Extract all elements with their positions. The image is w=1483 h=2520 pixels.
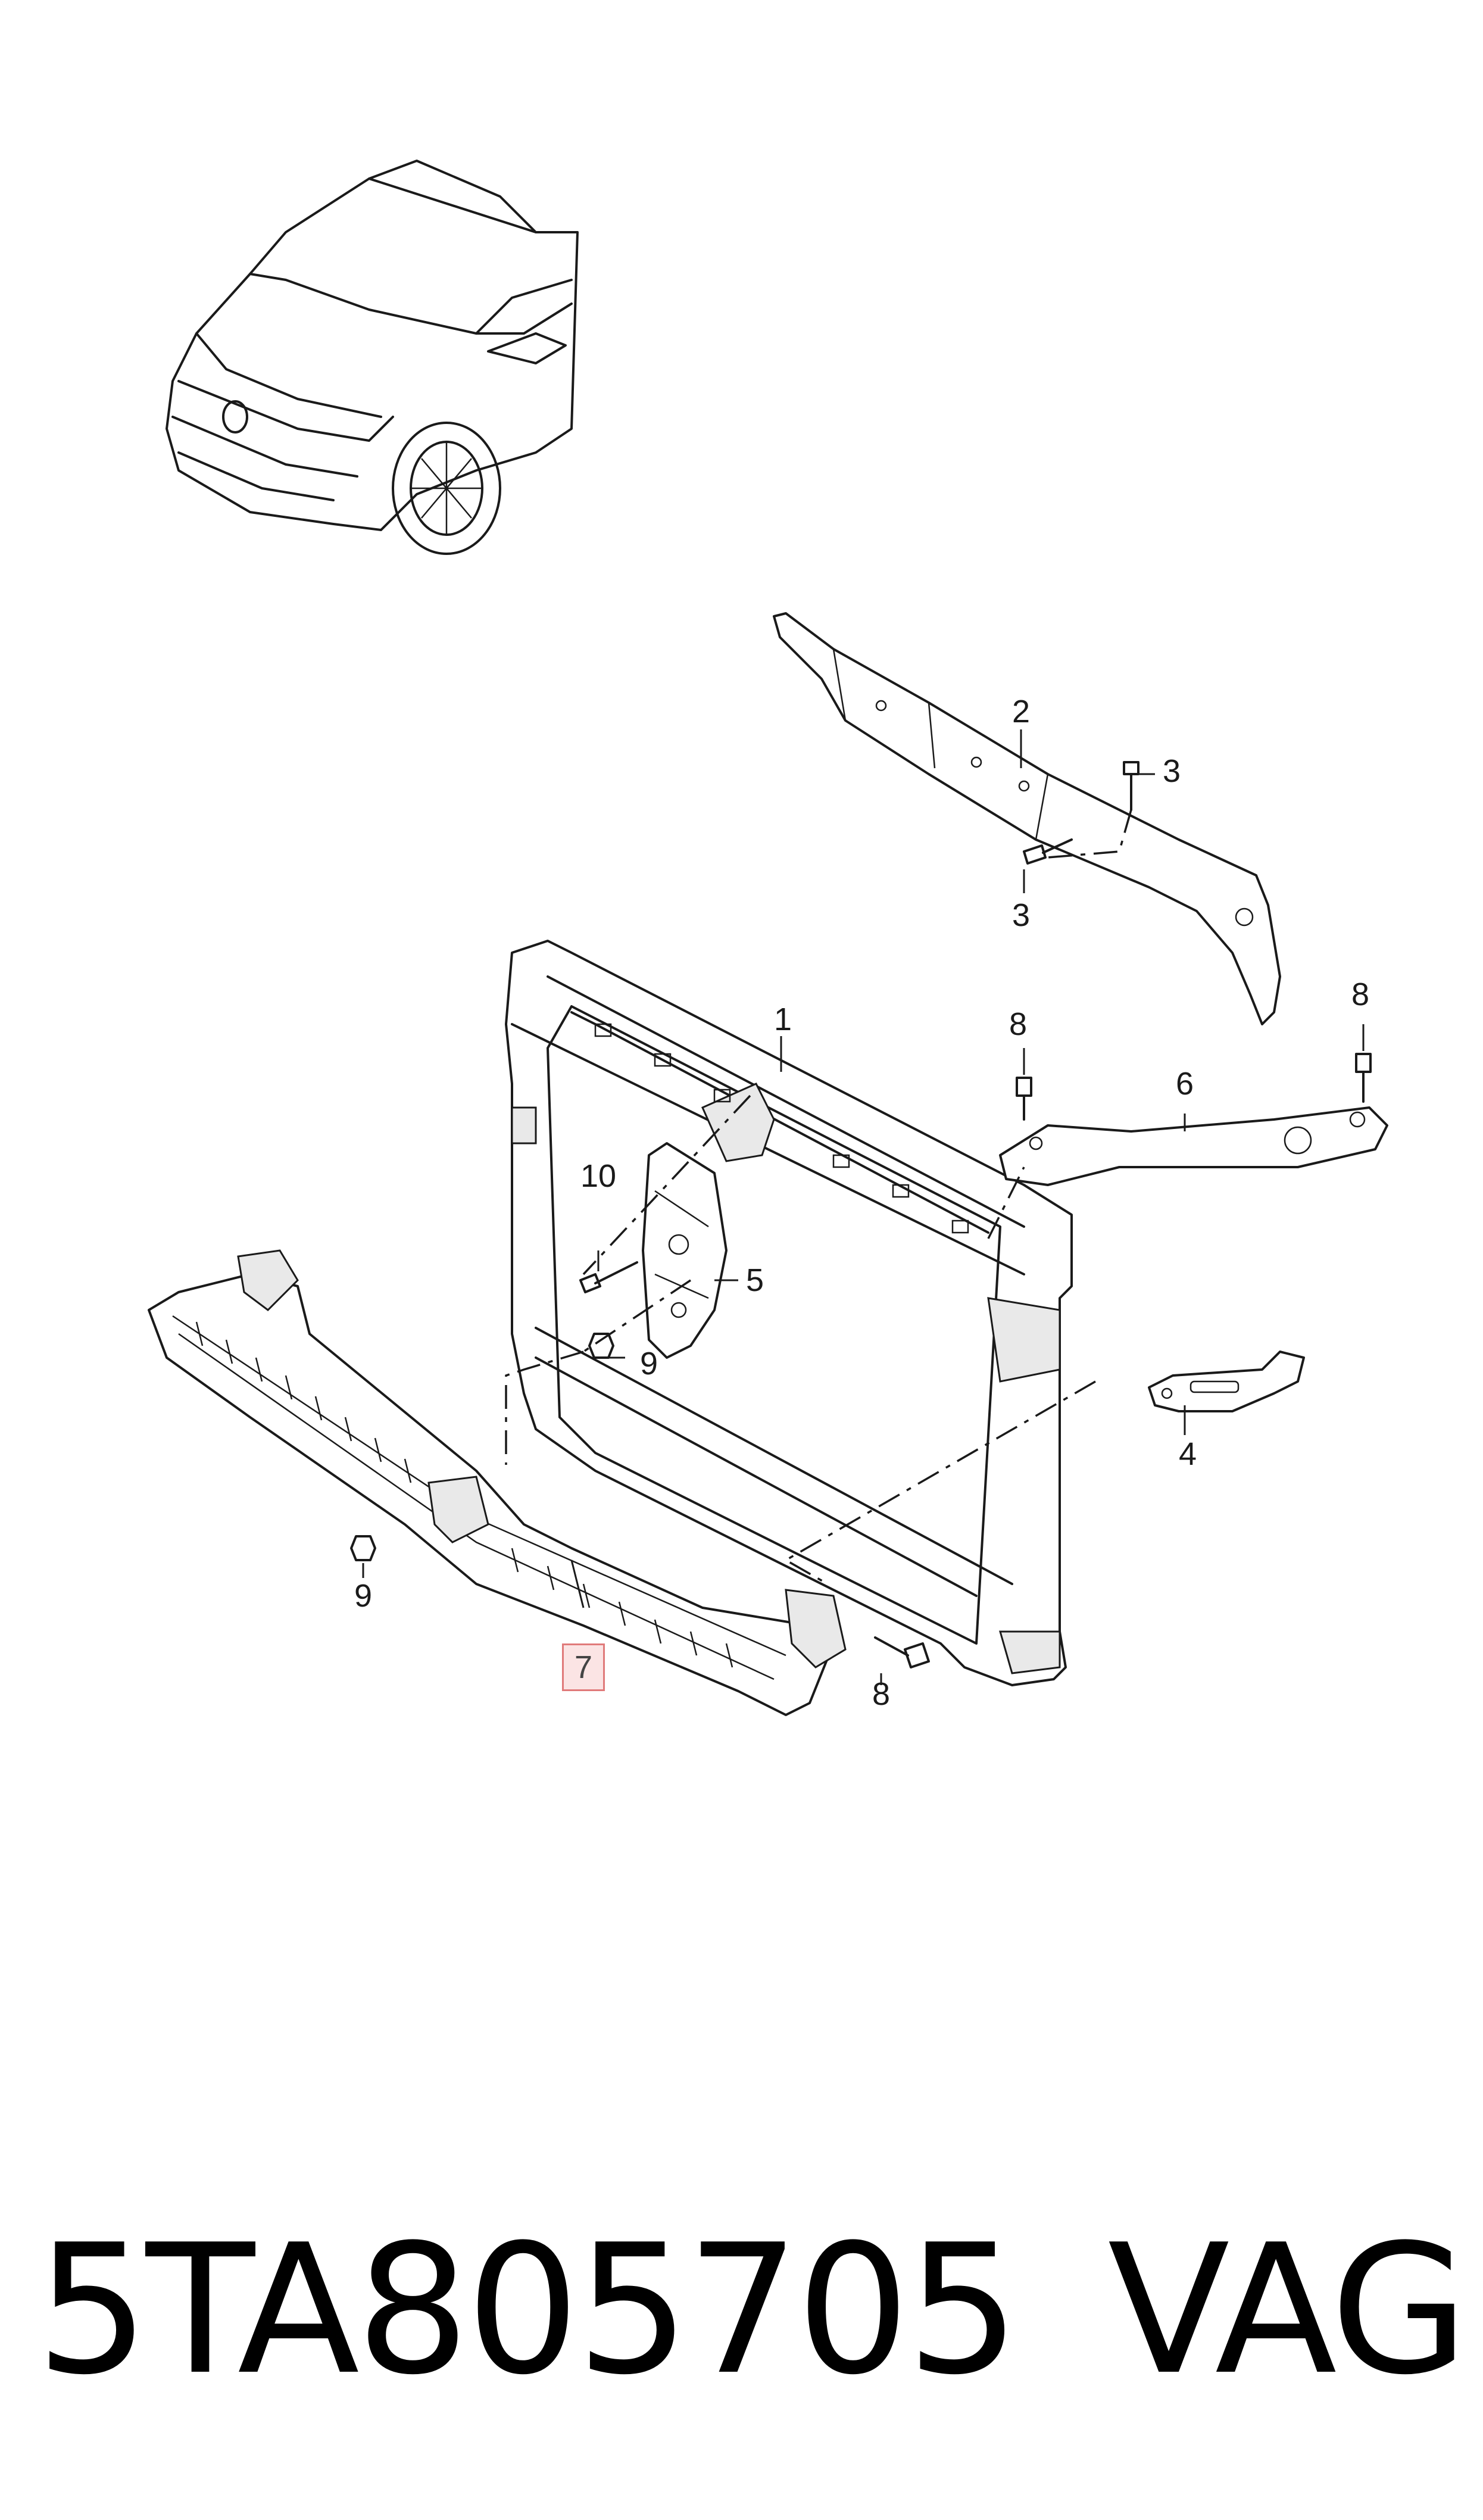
part-number-label: 5TA805705	[36, 2206, 1020, 2414]
part-2-cross-member	[773, 612, 1281, 1025]
callout-part-2: 2	[1011, 694, 1031, 729]
callout-part-9-center: 9	[639, 1346, 658, 1381]
callout-part-8-lower: 8	[872, 1676, 891, 1712]
leader-lines	[362, 729, 1365, 1685]
callout-part-7-highlighted: 7	[561, 1643, 605, 1691]
callout-part-8-right: 8	[1351, 977, 1370, 1012]
assembly-lines	[505, 809, 1132, 1585]
fasteners	[350, 761, 1372, 1668]
part-4-small-bracket	[1148, 1351, 1305, 1412]
callout-part-4: 4	[1178, 1436, 1197, 1472]
callout-part-5: 5	[745, 1262, 764, 1298]
part-5-bracket	[642, 1142, 728, 1359]
car-illustration	[166, 160, 579, 555]
callout-part-9-left: 9	[354, 1578, 373, 1614]
callout-part-1: 1	[773, 1002, 792, 1037]
brand-label: VAG	[1107, 2206, 1469, 2414]
callout-part-8-center: 8	[1009, 1006, 1028, 1042]
callout-part-3-lower: 3	[1011, 897, 1031, 933]
callout-part-6: 6	[1175, 1066, 1194, 1102]
callout-part-10: 10	[580, 1158, 617, 1194]
part-7-lower-carrier	[148, 1249, 847, 1716]
callout-part-3-upper: 3	[1162, 753, 1181, 789]
part-6-side-bracket	[999, 1106, 1388, 1186]
